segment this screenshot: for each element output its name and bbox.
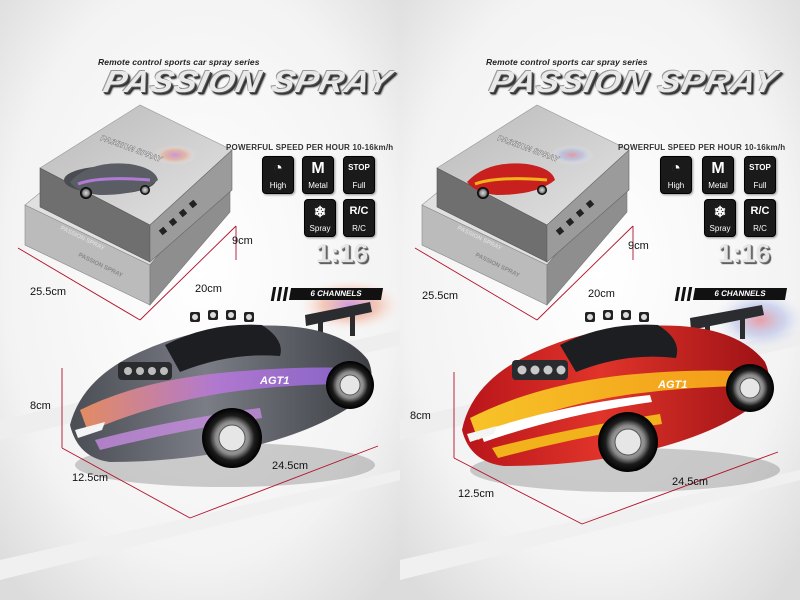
car-height-label: 8cm xyxy=(30,400,51,412)
box-length-label: 25.5cm xyxy=(30,286,67,298)
product-title: PASSION SPRAY xyxy=(486,64,782,100)
speedometer-icon: ◔ High xyxy=(660,156,692,194)
full-function-icon: STOP Full xyxy=(343,156,375,194)
car-length-label: 24.5cm xyxy=(272,460,309,472)
rc-car-grey: AGT1 xyxy=(70,302,375,487)
panel-background: PASSION SPRAY PASSION SPRAY PASSION SPRA… xyxy=(0,0,400,600)
remote-control-icon: R/C R/C xyxy=(343,199,375,237)
car-badge: AGT1 xyxy=(657,379,687,391)
product-title: PASSION SPRAY xyxy=(100,64,396,100)
car-width-label: 12.5cm xyxy=(458,488,495,500)
box-height-label: 9cm xyxy=(232,235,253,247)
car-width-label: 12.5cm xyxy=(72,472,109,484)
spray-icon: ❄ Spray xyxy=(304,199,336,237)
box-length-label: 25.5cm xyxy=(422,290,459,302)
speedometer-icon: ◔ High xyxy=(262,156,294,194)
box-width-label: 20cm xyxy=(588,288,615,300)
series-subtitle: Remote control sports car spray series xyxy=(98,57,260,67)
scale-label: 1:16 xyxy=(718,238,771,268)
box-width-label: 20cm xyxy=(195,283,222,295)
box-height-label: 9cm xyxy=(628,240,649,252)
car-height-label: 8cm xyxy=(410,410,431,422)
remote-control-icon: R/C R/C xyxy=(744,199,776,237)
channels-badge: 6 CHANNELS xyxy=(288,288,384,300)
spray-icon: ❄ Spray xyxy=(704,199,736,237)
speed-feature-line: POWERFUL SPEED PER HOUR 10-16km/h xyxy=(226,143,394,152)
metal-icon: M Metal xyxy=(702,156,734,194)
car-length-label: 24.5cm xyxy=(672,476,709,488)
box-dimension-lines xyxy=(414,225,634,321)
car-dimension-lines xyxy=(453,372,779,525)
full-function-icon: STOP Full xyxy=(744,156,776,194)
panel-background: PASSION SPRAY PASSION SPRAY PASSION SPRA… xyxy=(400,0,800,600)
box-dimension-lines xyxy=(17,225,237,321)
car-badge: AGT1 xyxy=(259,375,289,387)
product-panel-red: PASSION SPRAY PASSION SPRAY PASSION SPRA… xyxy=(400,0,800,600)
metal-icon: M Metal xyxy=(302,156,334,194)
scale-label: 1:16 xyxy=(316,238,369,268)
rc-car-red: AGT1 xyxy=(462,305,780,492)
series-subtitle: Remote control sports car spray series xyxy=(486,57,648,67)
product-box: PASSION SPRAY PASSION SPRAY PASSION SPRA… xyxy=(421,104,630,306)
product-panel-grey: PASSION SPRAY PASSION SPRAY PASSION SPRA… xyxy=(0,0,400,600)
car-dimension-lines xyxy=(61,368,379,519)
speed-feature-line: POWERFUL SPEED PER HOUR 10-16km/h xyxy=(618,143,786,152)
channels-badge: 6 CHANNELS xyxy=(692,288,788,300)
